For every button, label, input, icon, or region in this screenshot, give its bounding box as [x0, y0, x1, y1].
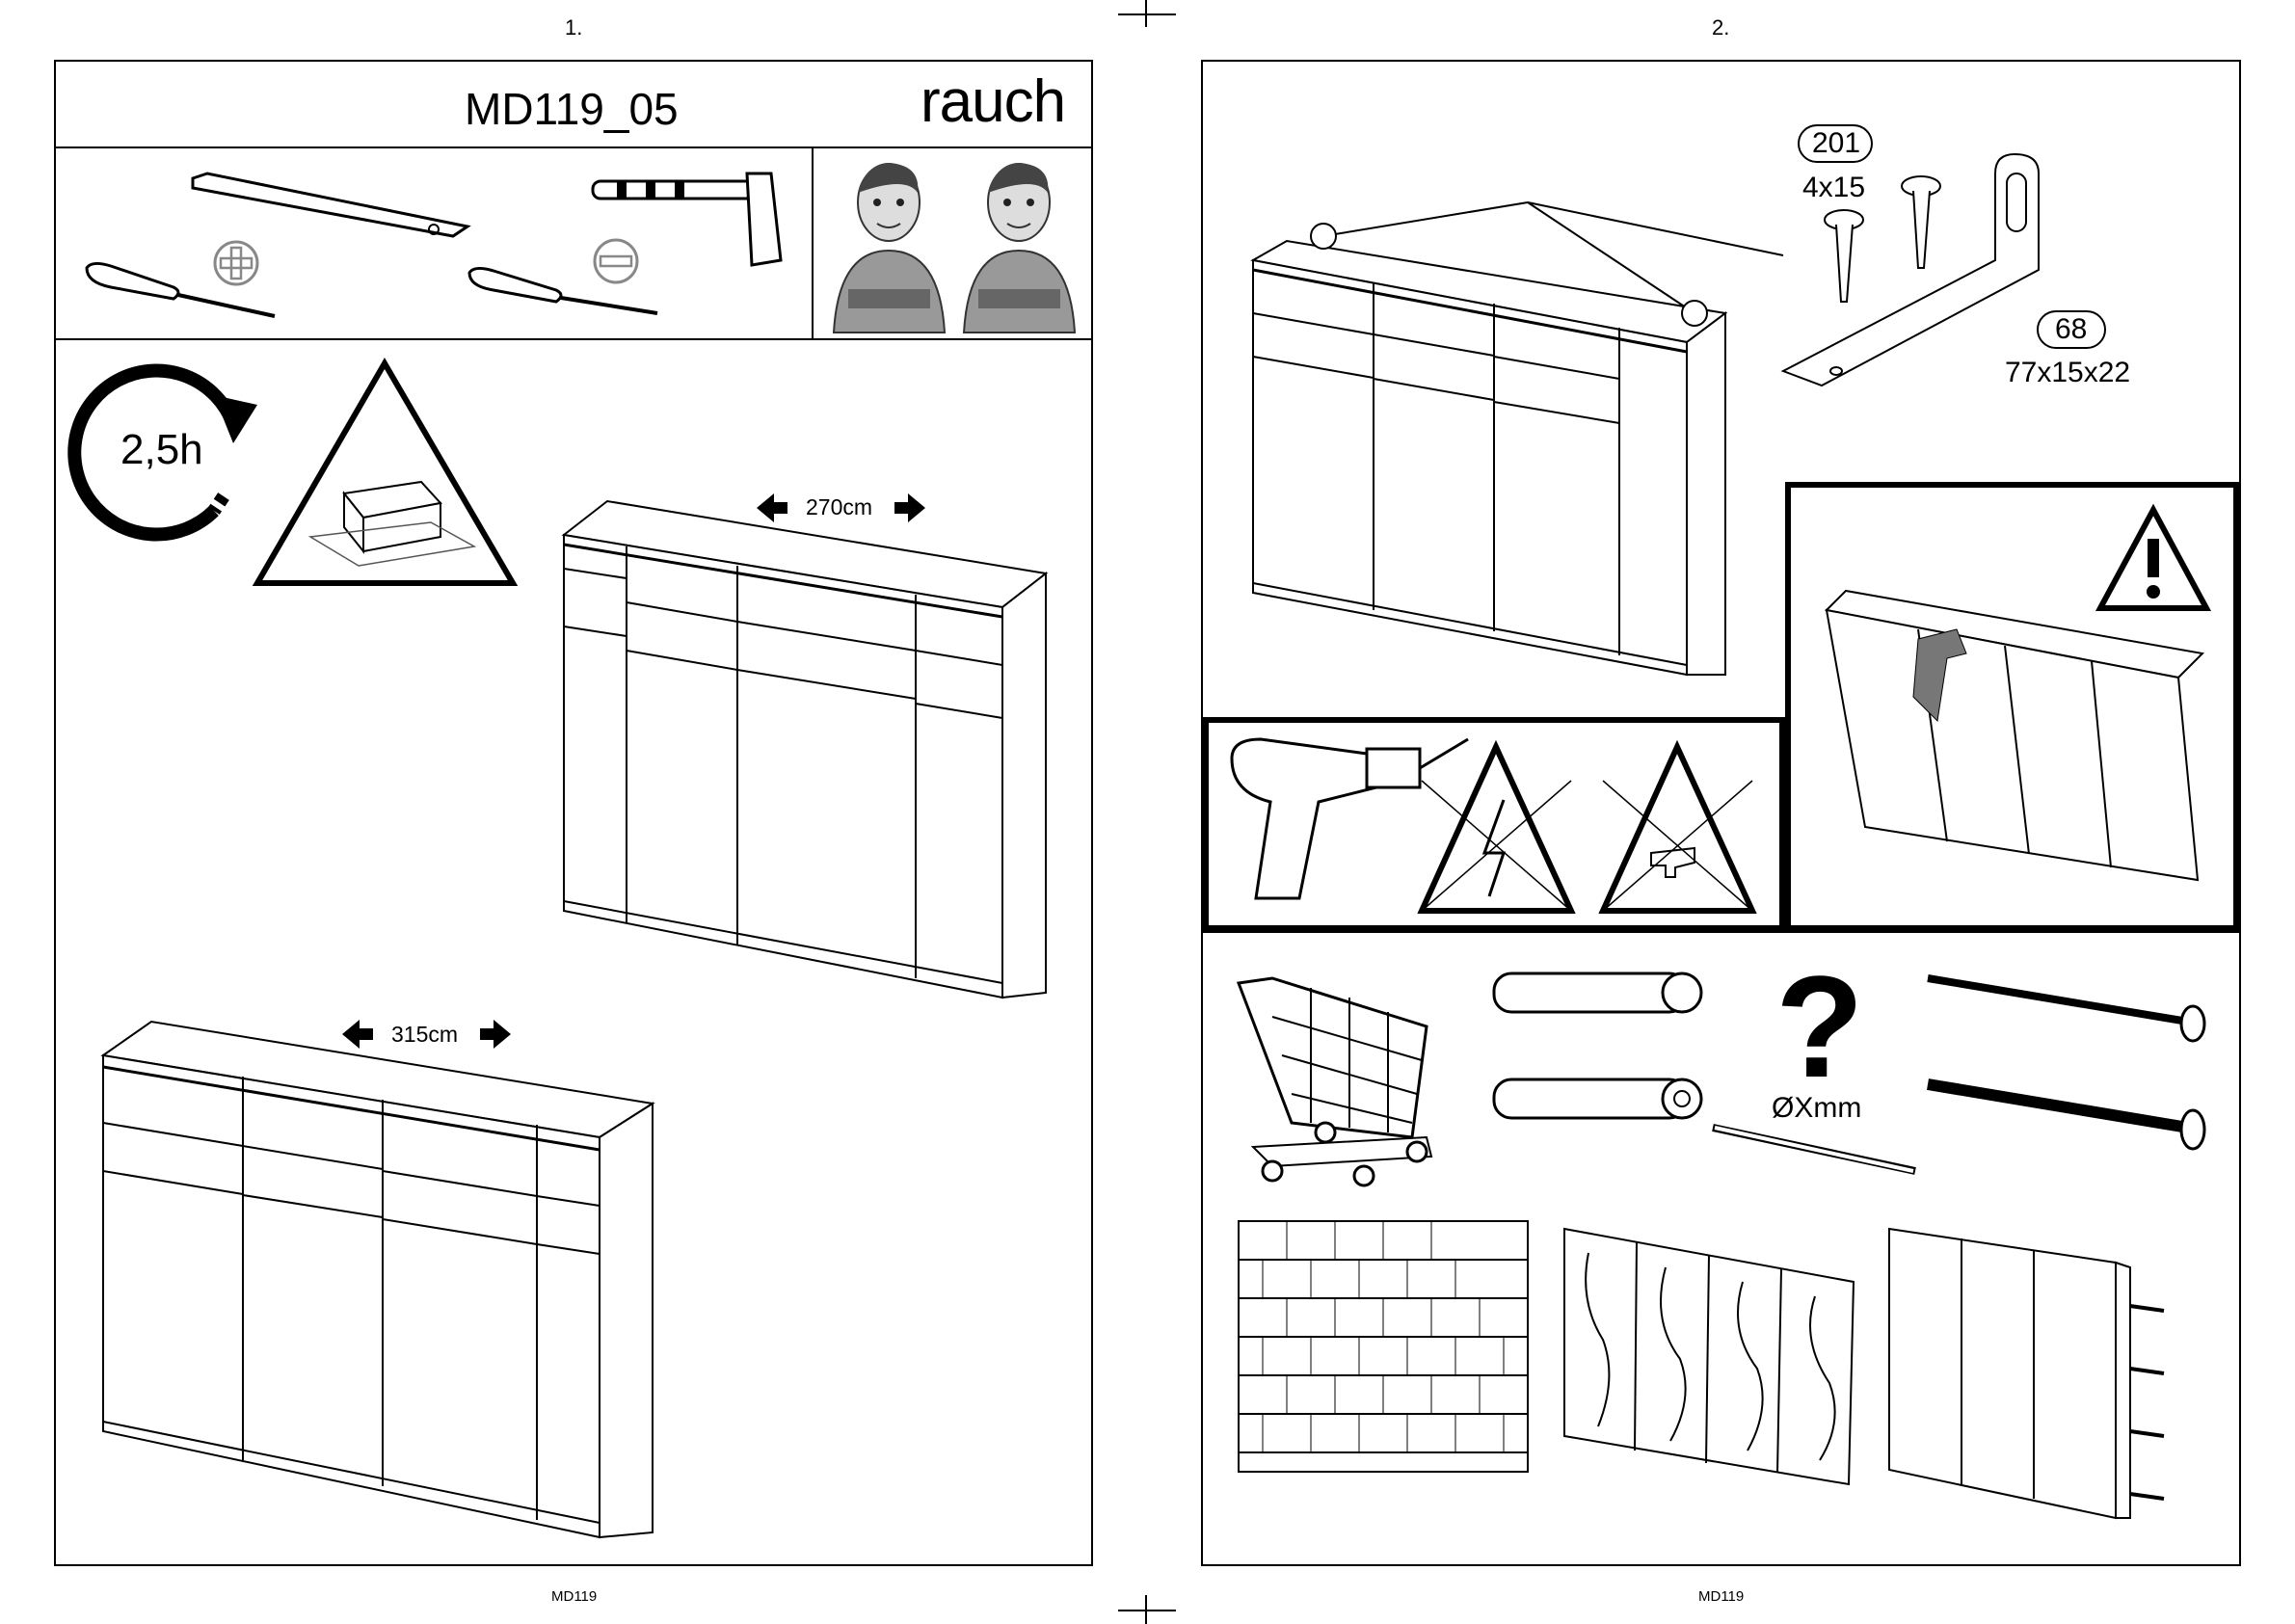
assembly-time: 2,5h: [120, 426, 203, 474]
drill-size-label: ØXmm: [1772, 1092, 1861, 1125]
drywall-icon: [1884, 1224, 2212, 1523]
brick-wall-icon: [1234, 1216, 1537, 1477]
section-divider: [1203, 931, 2239, 933]
crop-mark: [1118, 1610, 1176, 1611]
phillips-symbol: [212, 239, 260, 287]
long-screw-icon: [1918, 964, 2217, 1157]
persons-divider: [812, 146, 814, 339]
tilting-wardrobe-drawing: [1822, 586, 2207, 885]
drill-bit-icon: [1708, 1123, 1925, 1181]
wardrobe-315-drawing: [98, 1017, 653, 1537]
part-68-size: 77x15x22: [2005, 357, 2130, 389]
header-divider: [54, 146, 1093, 148]
brand-logo: rauch: [921, 67, 1065, 136]
shopping-cart-icon: [1234, 969, 1451, 1185]
no-water-icon: [1598, 742, 1757, 914]
tools-divider: [54, 338, 1093, 340]
page-title: MD119_05: [465, 83, 679, 135]
part-68-id: 68: [2055, 313, 2087, 346]
page-number-1: 1.: [565, 15, 582, 40]
wood-wall-icon: [1560, 1224, 1858, 1489]
warning-triangle-icon: [253, 359, 518, 590]
dimension-270: 270cm: [806, 494, 872, 520]
flathead-symbol: [592, 237, 640, 285]
dimension-315: 315cm: [391, 1022, 458, 1048]
crop-mark: [1118, 13, 1176, 15]
no-electric-icon: [1417, 742, 1576, 914]
page-footer-2: MD119: [1698, 1588, 1744, 1605]
page-footer-1: MD119: [551, 1588, 597, 1605]
page-number-2: 2.: [1712, 15, 1729, 40]
wall-plug-icon: [1489, 964, 1711, 1137]
wardrobe-270-drawing: [559, 496, 1051, 998]
question-icon: ?: [1775, 954, 1864, 1099]
spirit-level-icon: [188, 169, 477, 246]
two-person-assembly-icon: [829, 154, 1084, 337]
